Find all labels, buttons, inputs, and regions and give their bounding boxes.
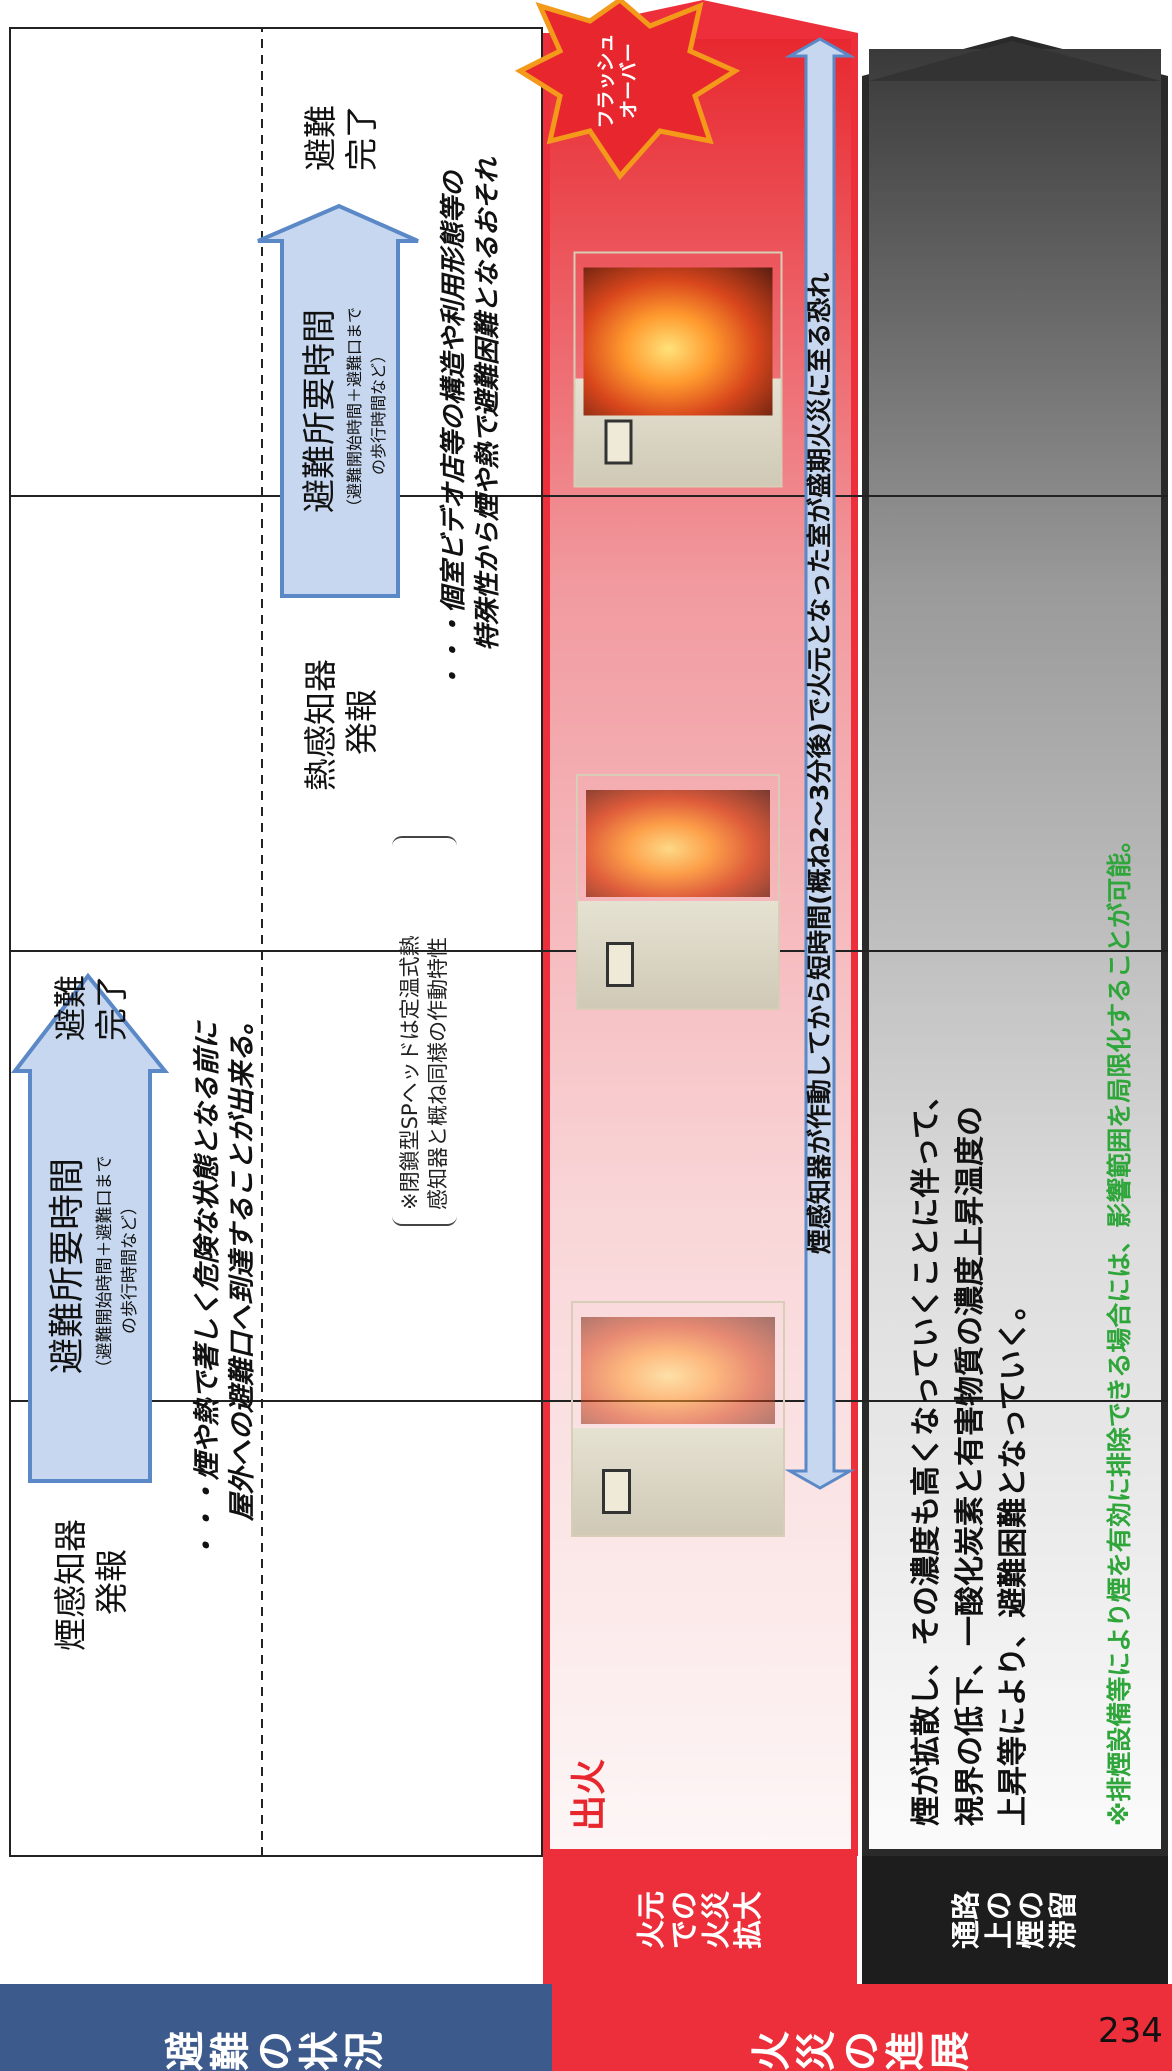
evac-complete-2-line-2: 完了 bbox=[342, 105, 382, 171]
evac-time-text-1: 避難所要時間 （避難開始時間＋避難口まで の歩行時間など） bbox=[38, 1071, 140, 1461]
sprinkler-note-line-2: 感知器と概ね同様の作動特性 bbox=[426, 937, 451, 1210]
smoke-exhaust-note: ※排煙設備等により煙を有効に排除できる場合には、影響範囲を局限化することが可能。 bbox=[1100, 126, 1136, 1826]
short-time-double-arrow bbox=[784, 37, 856, 1490]
evac-note-1: ・・・煙や熱で著しく危険な状態となる前に 屋外への避難口へ到達することが出来る。 bbox=[190, 1001, 260, 1561]
flashover-line-1: フラッシュ bbox=[595, 33, 617, 129]
evac-time-sub-2a: （避難開始時間＋避難口まで bbox=[345, 307, 364, 516]
flashover-label: フラッシュ オーバー bbox=[595, 26, 641, 136]
evac-complete-1-line-1: 避難 bbox=[51, 975, 90, 1041]
evac-time-arrow-2 bbox=[257, 203, 419, 598]
evac-time-sub-1a: （避難開始時間＋避難口まで bbox=[95, 1155, 115, 1377]
sprinkler-note-line-1: ※閉鎖型SPヘッドは定温式熱 bbox=[398, 935, 422, 1210]
evac-complete-1: 避難 完了 bbox=[50, 941, 133, 1041]
evac-time-arrow-1 bbox=[10, 972, 170, 1483]
smoke-description-line-1: 煙が拡散し、その濃度も高くなっていくことに伴って、 bbox=[909, 1080, 944, 1827]
smoke-arrow-tip bbox=[869, 41, 1161, 81]
smoke-description-line-3: 上昇等により、避難困難となっていく。 bbox=[996, 1290, 1031, 1826]
heat-alarm-line-1: 熱感知器 bbox=[301, 659, 340, 791]
evac-note-2-line-1: ・・・個室ビデオ店等の構造や利用形態等の bbox=[439, 170, 469, 691]
heat-alarm-line-2: 発報 bbox=[342, 689, 382, 755]
sprinkler-note: ※閉鎖型SPヘッドは定温式熱 感知器と概ね同様の作動特性 bbox=[392, 836, 457, 1226]
smoke-exhaust-note-text: ※排煙設備等により煙を有効に排除できる場合には、影響範囲を局限化することが可能。 bbox=[1105, 827, 1134, 1826]
ignition-label: 出火 bbox=[560, 1731, 612, 1831]
ignition-label-text: 出火 bbox=[569, 1758, 610, 1831]
fire-photo-early bbox=[571, 1301, 785, 1537]
evac-note-2: ・・・個室ビデオ店等の構造や利用形態等の 特殊性から煙や熱で避難困難となるおそれ bbox=[438, 51, 506, 691]
evac-time-title-1: 避難所要時間 bbox=[47, 1158, 88, 1375]
page-number: 234 bbox=[1098, 2011, 1172, 2051]
evac-note-1-line-1: ・・・煙や熱で著しく危険な状態となる前に bbox=[192, 1021, 223, 1561]
flashover-line-2: オーバー bbox=[617, 43, 640, 119]
evac-time-title-2: 避難所要時間 bbox=[300, 309, 340, 513]
fire-photo-mid bbox=[576, 774, 780, 1010]
evac-complete-2-line-1: 避難 bbox=[301, 105, 340, 171]
evac-time-sub-1b: の歩行時間など） bbox=[120, 1198, 140, 1334]
evac-complete-1-line-2: 完了 bbox=[92, 975, 132, 1041]
smoke-gradient bbox=[869, 49, 1161, 1849]
smoke-description: 煙が拡散し、その濃度も高くなっていくことに伴って、 視界の低下、一酸化炭素と有害… bbox=[905, 646, 1036, 1827]
page-number-text: 234 bbox=[1098, 2011, 1163, 2051]
short-time-arrow-label: 煙感知器が作動してから短時間(概ね2～3分後)で火元となった室が盛期火災に至る恐… bbox=[805, 272, 834, 1255]
flashover-burst bbox=[514, 0, 741, 181]
smoke-description-line-2: 視界の低下、一酸化炭素と有害物質の濃度上昇温度の bbox=[952, 1106, 988, 1826]
evac-note-2-line-2: 特殊性から煙や熱で避難困難となるおそれ bbox=[472, 157, 503, 651]
evac-time-text-2: 避難所要時間 （避難開始時間＋避難口まで の歩行時間など） bbox=[292, 241, 389, 581]
fire-photo-flashover bbox=[573, 251, 783, 488]
short-time-arrow-text: 煙感知器が作動してから短時間(概ね2～3分後)で火元となった室が盛期火災に至る恐… bbox=[803, 56, 837, 1471]
evac-note-1-line-2: 屋外への避難口へ到達することが出来る。 bbox=[227, 1008, 259, 1521]
heat-alarm-text: 熱感知器 発報 bbox=[300, 591, 383, 791]
evac-complete-2: 避難 完了 bbox=[300, 71, 383, 171]
evac-time-sub-2b: の歩行時間など） bbox=[369, 347, 388, 476]
